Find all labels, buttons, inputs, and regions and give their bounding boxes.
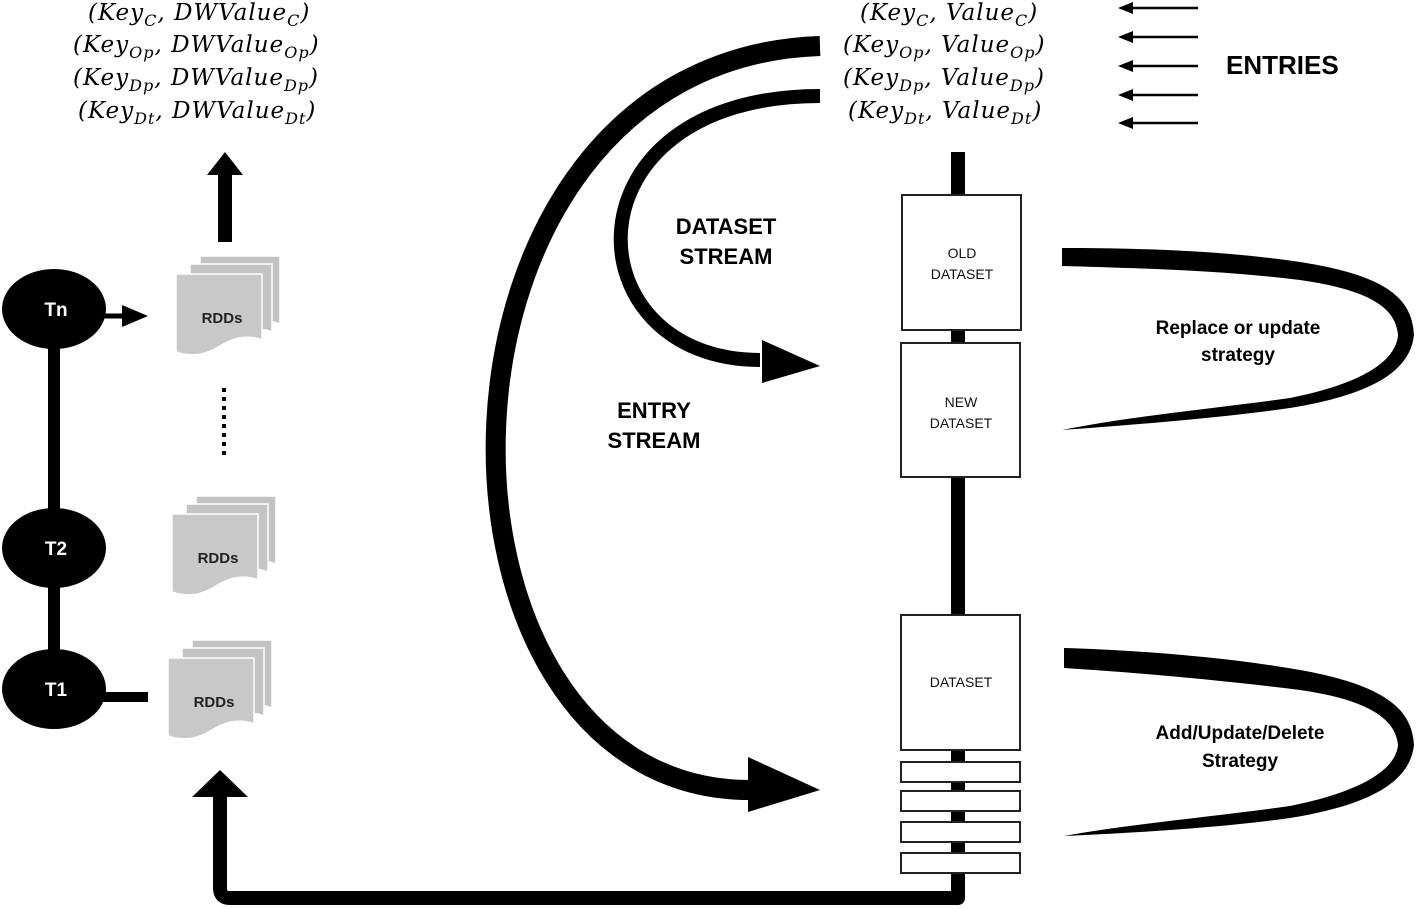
dw-pair-c: (KeyC, DWValueC) xyxy=(88,0,310,30)
node-t1-label: T1 xyxy=(45,680,68,701)
rdd-stack-t2 xyxy=(171,495,277,596)
dataset-label: DATASET xyxy=(930,674,993,690)
rdd-t2-label: RDDs xyxy=(198,550,239,567)
rdd-stack-t1 xyxy=(167,639,273,740)
entry-pair-dp: (KeyDp, ValueDp) xyxy=(843,65,1045,95)
entry-stream-label-2: STREAM xyxy=(608,428,701,453)
rdd-t1-label: RDDs xyxy=(194,694,235,711)
dataset-stream-curve xyxy=(613,89,821,367)
tn-arrow-head xyxy=(122,305,148,327)
entry-stream-arrowhead xyxy=(748,757,820,812)
entry-arrow-3-head xyxy=(1118,60,1133,72)
new-dataset-box xyxy=(900,342,1021,478)
dw-value-pairs: (KeyC, DWValueC) (KeyOp, DWValueOp) (Key… xyxy=(73,0,320,128)
entries-arrows xyxy=(1118,2,1198,129)
aud-strategy-label-2: Strategy xyxy=(1202,751,1278,772)
dataset-stream-arrowhead xyxy=(762,340,820,383)
replace-strategy-label-1: Replace or update xyxy=(1156,318,1321,339)
dw-pair-dt: (KeyDt, DWValueDt) xyxy=(78,98,316,128)
node-t2 xyxy=(2,508,106,588)
new-dataset-label-2: DATASET xyxy=(930,415,993,431)
return-path xyxy=(213,795,965,905)
rdd-ellipsis xyxy=(222,388,226,455)
entry-pair-dt: (KeyDt, ValueDt) xyxy=(848,98,1042,128)
replace-strategy-label-2: strategy xyxy=(1201,345,1275,366)
entry-pair-c: (KeyC, ValueC) xyxy=(860,0,1038,30)
return-path-arrowhead xyxy=(192,770,248,797)
entry-arrow-5-head xyxy=(1118,117,1133,129)
replace-strategy-loop xyxy=(1062,248,1414,430)
aud-strategy-label-1: Add/Update/Delete xyxy=(1156,723,1325,744)
entry-slot-3 xyxy=(900,821,1021,843)
entry-stream-label-1: ENTRY xyxy=(617,398,691,423)
node-tn-label: Tn xyxy=(44,300,67,321)
node-t2-label: T2 xyxy=(45,539,67,560)
entry-slot-2 xyxy=(900,790,1021,812)
entry-arrow-2-head xyxy=(1118,31,1133,43)
entry-arrow-1-head xyxy=(1118,2,1133,14)
dw-pair-dp: (KeyDp, DWValueDp) xyxy=(73,65,319,95)
dataset-stream-label-2: STREAM xyxy=(680,244,773,269)
old-dataset-label-2: DATASET xyxy=(931,266,994,282)
new-dataset-label-1: NEW xyxy=(945,394,978,410)
dw-output-arrow-head xyxy=(207,152,243,175)
old-dataset-label-1: OLD xyxy=(948,245,977,261)
rdd-tn-label: RDDs xyxy=(202,310,243,327)
dw-pair-op: (KeyOp, DWValueOp) xyxy=(73,32,320,62)
entry-value-pairs: (KeyC, ValueC) (KeyOp, ValueOp) (KeyDp, … xyxy=(843,0,1045,128)
node-tn xyxy=(2,269,106,349)
entry-pair-op: (KeyOp, ValueOp) xyxy=(843,32,1045,62)
aud-strategy-loop xyxy=(1064,648,1414,836)
rdd-stack-tn xyxy=(175,255,281,356)
entries-label: ENTRIES xyxy=(1226,50,1339,80)
dataset-stream-label-1: DATASET xyxy=(676,214,777,239)
node-t1 xyxy=(2,649,106,729)
entry-arrow-4-head xyxy=(1118,89,1133,101)
dataset-box xyxy=(900,614,1021,751)
entry-slot-1 xyxy=(900,761,1021,783)
entry-slot-4 xyxy=(900,852,1021,874)
old-dataset-box xyxy=(901,194,1022,331)
entry-stream-curve xyxy=(485,36,821,800)
